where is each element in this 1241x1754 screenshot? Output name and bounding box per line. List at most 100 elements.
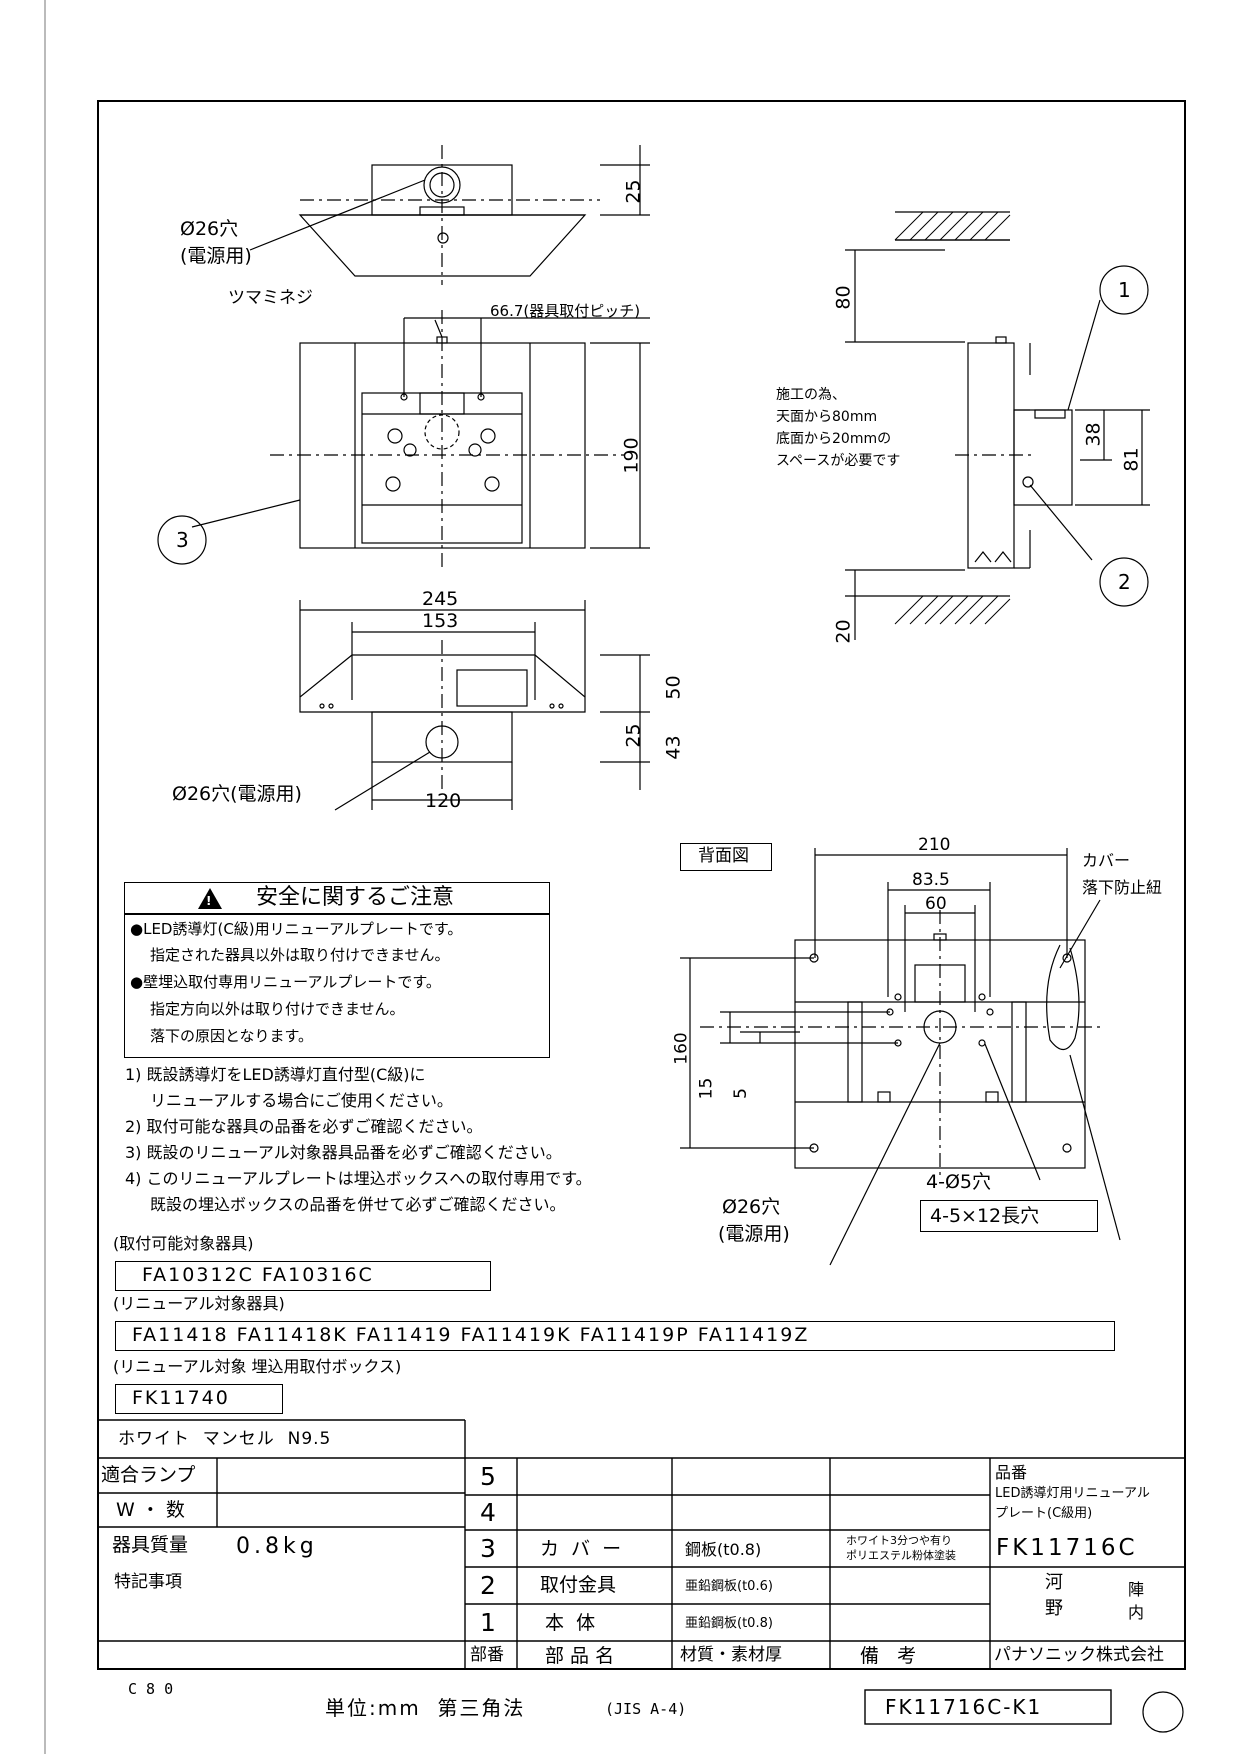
part-material-1: 亜鉛鋼板(t0.8) (685, 1616, 773, 1631)
drawing-number: FK11716C-K1 (885, 1695, 1043, 1719)
safety-line-4: 指定方向以外は取り付けできません。 (150, 1000, 405, 1018)
side-note-1: 施工の為、 (776, 387, 846, 403)
header-name: 部 品 名 (545, 1645, 615, 1667)
note-2: 2) 取付可能な器具の品番を必ずご確認ください。 (125, 1117, 483, 1136)
sign-1: 河 (1045, 1572, 1063, 1593)
cover-label: カバー (1082, 851, 1131, 870)
compat-box-3 (115, 1384, 283, 1414)
part-no-1: 1 (480, 1608, 496, 1637)
note-4: 4) このリニューアルプレートは埋込ボックスへの取付専用です。 (125, 1169, 592, 1188)
note-3: 3) 既設のリニューアル対象器具品番を必ずご確認ください。 (125, 1143, 562, 1162)
margin-line (44, 0, 46, 1754)
back-view (680, 848, 1121, 1266)
part-no-2: 2 (480, 1571, 496, 1600)
top-view (249, 145, 650, 285)
compat-value-3: FK11740 (132, 1387, 230, 1409)
compat-value-2: FA11418 FA11418K FA11419 FA11419K FA1141… (132, 1324, 810, 1346)
note-4b: 既設の埋込ボックスの品番を併せて必ずご確認ください。 (150, 1195, 566, 1214)
footer-size: (JIS A-4) (605, 1700, 687, 1718)
row-label-lamp: 適合ランプ (101, 1464, 196, 1486)
footer-circle (1142, 1691, 1184, 1733)
top-hole-label-2: (電源用) (180, 245, 252, 267)
bottom-view (299, 600, 650, 811)
safety-line-2: 指定された器具以外は取り付けできません。 (150, 946, 450, 964)
part-no-3: 3 (480, 1534, 496, 1563)
cover-label-2: 落下防止紐 (1082, 878, 1163, 897)
bottom-hole-label: Ø26穴(電源用) (172, 783, 302, 805)
dim-60: 60 (925, 894, 947, 914)
back-view-title-box (680, 843, 772, 871)
dim-245: 245 (422, 588, 459, 610)
product-code: FK11716C (996, 1535, 1138, 1561)
dim-83-5: 83.5 (912, 870, 950, 890)
drawing-frame (97, 100, 1186, 1670)
row-value-weight: 0.8kg (236, 1534, 318, 1559)
balloon-2-label: 2 (1118, 570, 1131, 594)
product-label: 品番 (995, 1463, 1028, 1482)
top-hole-label: Ø26穴 (180, 218, 239, 240)
pitch-label: 66.7(器具取付ピッチ) (490, 302, 641, 320)
dim-120: 120 (425, 790, 462, 812)
part-remark-3a: ホワイト3分つや有り (846, 1534, 952, 1547)
sign-4: 内 (1128, 1603, 1145, 1622)
header-material: 材質・素材厚 (680, 1645, 782, 1665)
balloon-2 (1099, 557, 1149, 607)
compat-label-1: (取付可能対象器具) (113, 1234, 254, 1253)
part-remark-3b: ポリエステル粉体塗装 (846, 1549, 956, 1562)
safety-line-1: ●LED誘導灯(C級)用リニューアルプレートです。 (130, 920, 463, 938)
part-no-5: 5 (480, 1462, 496, 1491)
balloon-3 (157, 515, 207, 565)
front-view (191, 310, 650, 570)
row-label-watts: W ・ 数 (116, 1499, 185, 1521)
note-1: 1) 既設誘導灯をLED誘導灯直付型(C級)に (125, 1065, 426, 1084)
color-spec: ホワイト マンセル N9.5 (118, 1429, 332, 1449)
product-name-2: プレート(C級用) (995, 1506, 1093, 1521)
product-name-1: LED誘導灯用リニューアル (995, 1486, 1150, 1501)
back-hole-label-2: (電源用) (718, 1223, 790, 1245)
header-remark: 備 考 (860, 1645, 917, 1667)
holes-small-label: 4-Ø5穴 (926, 1171, 991, 1193)
safety-line-3: ●壁埋込取付専用リニューアルプレートです。 (130, 973, 441, 991)
footer-code: C 8 0 (128, 1680, 174, 1698)
warning-icon (198, 888, 222, 909)
holes-slot-box (920, 1200, 1098, 1232)
holes-slot-label: 4-5×12長穴 (930, 1205, 1040, 1227)
side-note-2: 天面から80mm (776, 409, 878, 425)
safety-title: 安全に関するご注意 (256, 885, 455, 910)
header-no: 部番 (470, 1645, 504, 1665)
row-label-weight: 器具質量 (112, 1534, 189, 1556)
compat-label-2: (リニューアル対象器具) (113, 1294, 285, 1313)
balloon-1-label: 1 (1118, 278, 1131, 302)
note-1b: リニューアルする場合にご使用ください。 (150, 1091, 453, 1110)
footer-unit: 単位:mm 第三角法 (325, 1696, 526, 1720)
row-label-notes: 特記事項 (114, 1572, 182, 1592)
compat-value-1: FA10312C FA10316C (142, 1264, 374, 1286)
compat-box-1 (115, 1261, 491, 1291)
sign-3: 野 (1045, 1598, 1063, 1619)
company-name: パナソニック株式会社 (994, 1645, 1164, 1665)
safety-box (124, 882, 550, 1058)
sign-2: 陣 (1128, 1580, 1145, 1599)
back-view-title: 背面図 (698, 846, 749, 866)
compat-label-3: (リニューアル対象 埋込用取付ボックス) (113, 1357, 402, 1376)
part-name-1: 本 体 (545, 1612, 596, 1634)
back-hole-label: Ø26穴 (722, 1196, 781, 1218)
part-no-4: 4 (480, 1498, 496, 1527)
compat-box-2 (115, 1321, 1115, 1351)
safety-line-5: 落下の原因となります。 (150, 1027, 314, 1045)
side-note-3: 底面から20mmの (776, 431, 892, 447)
part-material-2: 亜鉛鋼板(t0.6) (685, 1579, 773, 1594)
part-name-3: カ バ ー (540, 1538, 625, 1560)
safety-divider (124, 913, 550, 915)
part-material-3: 鋼板(t0.8) (685, 1540, 762, 1559)
balloon-3-label: 3 (176, 528, 189, 552)
balloon-1 (1099, 265, 1149, 315)
dim-153: 153 (422, 610, 459, 632)
side-note-4: スペースが必要です (776, 453, 901, 469)
tsumami-label: ツマミネジ (228, 288, 313, 308)
part-name-2: 取付金具 (540, 1574, 617, 1596)
dim-210: 210 (918, 835, 951, 855)
side-view (845, 211, 1150, 640)
